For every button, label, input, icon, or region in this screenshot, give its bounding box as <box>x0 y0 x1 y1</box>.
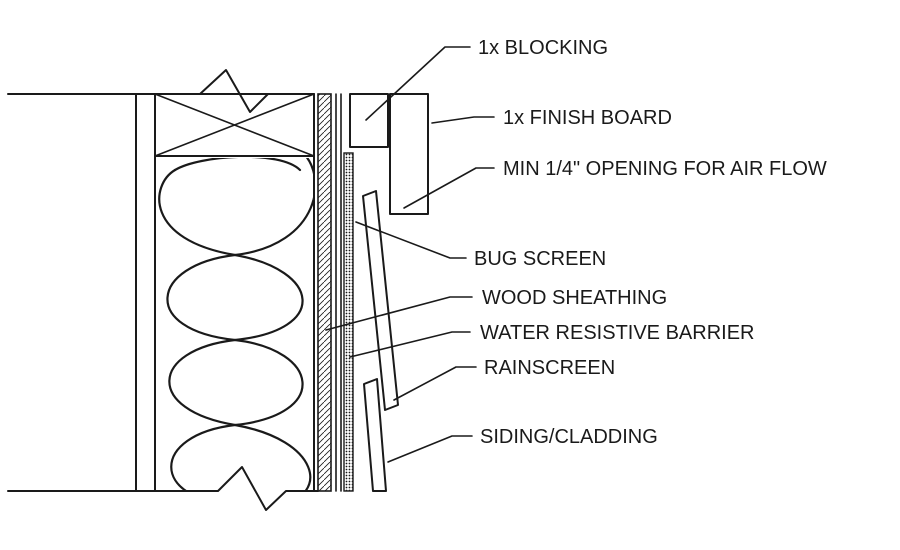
rainscreen-mat <box>343 152 354 492</box>
label-wood-sheathing: WOOD SHEATHING <box>482 287 667 309</box>
label-siding-cladding: SIDING/CLADDING <box>480 426 658 448</box>
blocking-1x <box>349 93 389 148</box>
stud-wall <box>135 93 315 492</box>
top-plate-blocking <box>154 93 315 157</box>
label-bug-screen: BUG SCREEN <box>474 248 606 270</box>
label-rainscreen: RAINSCREEN <box>484 357 615 379</box>
wrb-lines <box>335 93 342 492</box>
batt-insulation <box>158 158 314 491</box>
siding-board-upper <box>362 190 399 411</box>
label-water-resistive-barrier: WATER RESISTIVE BARRIER <box>480 322 754 344</box>
top-framing-lines <box>7 69 309 113</box>
bottom-framing-lines <box>7 466 319 511</box>
finish-board-1x <box>389 93 429 215</box>
leader-lines <box>325 46 495 463</box>
label-blocking: 1x BLOCKING <box>478 37 608 59</box>
label-air-flow-opening: MIN 1/4" OPENING FOR AIR FLOW <box>503 158 827 180</box>
wood-sheathing-layer <box>317 93 332 492</box>
label-finish-board: 1x FINISH BOARD <box>503 107 672 129</box>
siding-board-lower <box>363 378 387 492</box>
